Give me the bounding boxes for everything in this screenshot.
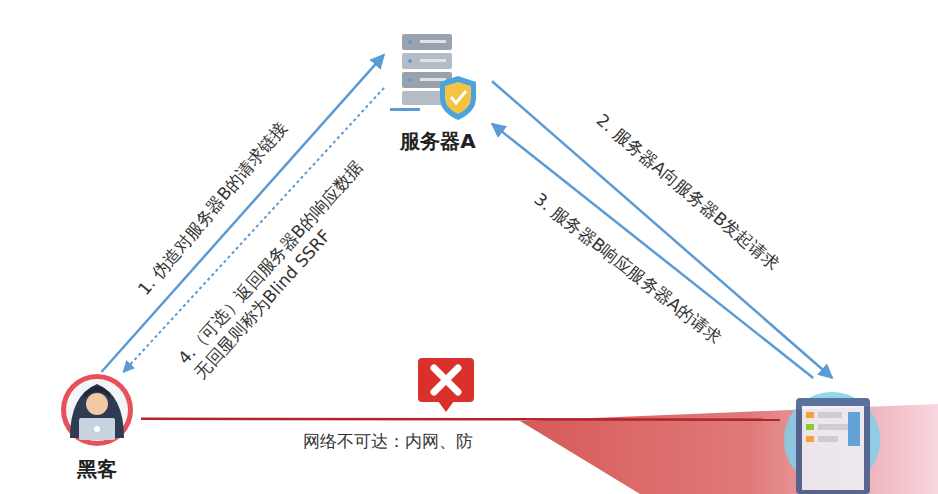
server-node: 服务器A [384,28,492,161]
arrow [141,418,780,421]
hacker-node: 黑客 [53,372,141,489]
arrow [492,81,832,378]
server-icon [390,34,476,120]
hacker-icon [61,374,133,446]
node-label: 黑客 [53,456,141,483]
blocked-marker [418,358,474,412]
target-server-node [780,378,875,494]
edge-label: 4.（可选）返回服务器B的响应数据 无回显则称为Blind SSRF [173,149,391,384]
edge-label: 网络不可达：内网、防 [300,430,476,452]
web-server-icon [784,392,880,494]
node-label: 服务器A [384,128,492,155]
